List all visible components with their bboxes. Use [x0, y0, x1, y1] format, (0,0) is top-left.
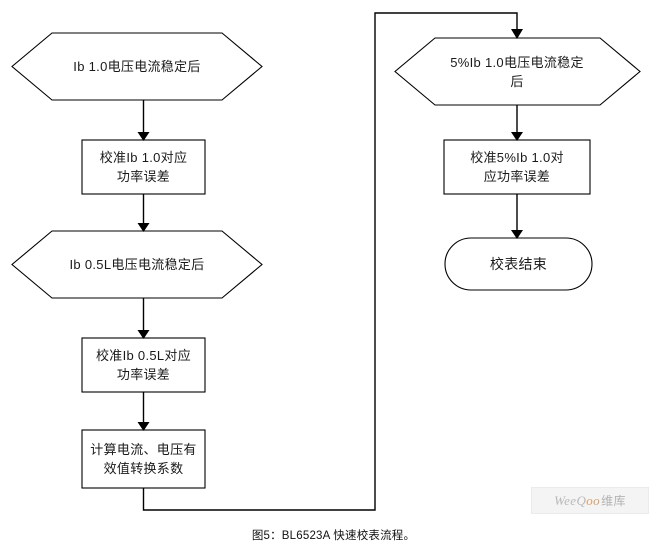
- node-box-calibrate-ib-05l: [81, 337, 206, 393]
- node-hexagon-ib-1-0-stable: [11, 32, 263, 101]
- node-box-calibrate-ib-1-0: [81, 139, 206, 195]
- watermark-part3: 维库: [601, 494, 626, 508]
- edge-n5-n6: [142, 12, 518, 511]
- figure-caption: 图5：BL6523A 快速校表流程。: [251, 530, 416, 542]
- arrow-head-n4-n5: [137, 422, 150, 431]
- node-hexagon-ib-05l-stable: [11, 230, 263, 299]
- node-box-calibrate-5pct-ib-1-0: [443, 139, 591, 195]
- watermark-part2: oo: [586, 492, 601, 508]
- node-hexagon-5pct-ib-1-0-stable: [394, 37, 641, 106]
- node-stadium-calibration-end: [444, 237, 593, 291]
- node-box-compute-rms-coefficients: [81, 429, 206, 489]
- watermark-part1: WeeQ: [554, 492, 587, 508]
- arrow-head-n1-n2: [137, 132, 150, 141]
- arrow-head-n3-n4: [137, 330, 150, 339]
- arrow-head-n6-n7: [511, 132, 523, 141]
- arrow-head-n5-n6: [511, 29, 523, 39]
- arrow-head-n2-n3: [137, 223, 150, 232]
- arrow-head-n7-n8: [511, 230, 523, 239]
